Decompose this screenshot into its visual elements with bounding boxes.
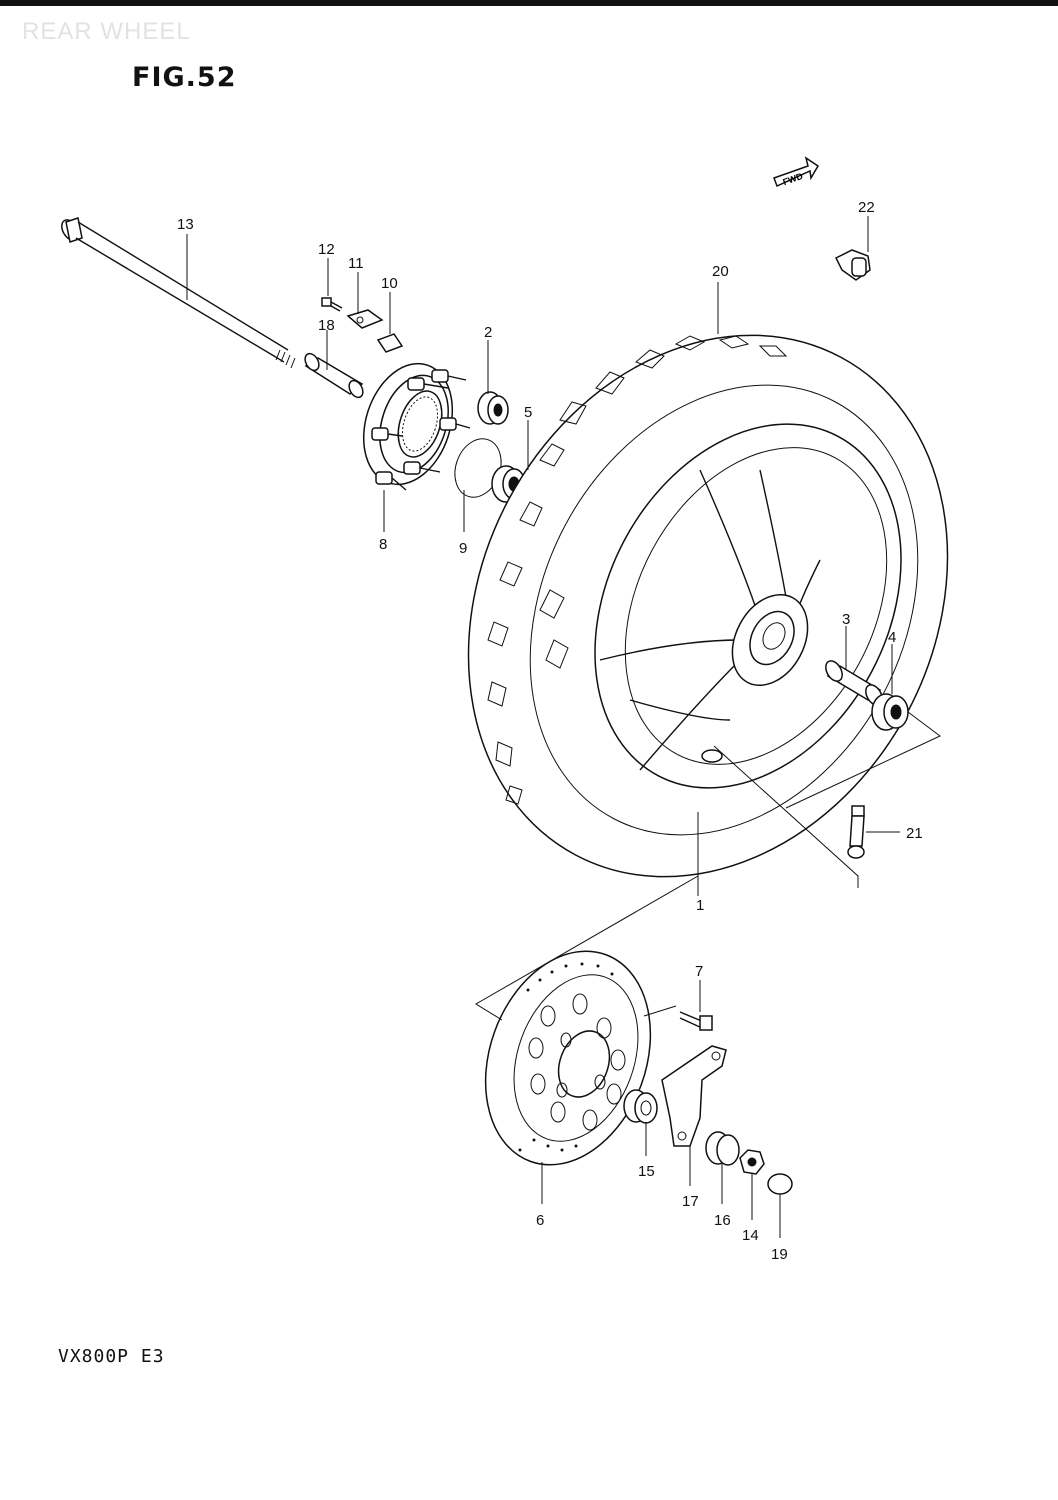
callout-9: 9 <box>459 540 467 557</box>
spacer-part-16 <box>705 1131 740 1166</box>
callout-7: 7 <box>695 963 703 980</box>
ghost-page-title: REAR WHEEL <box>22 18 191 45</box>
leader-lines <box>186 216 941 1238</box>
callout-15: 15 <box>638 1163 655 1180</box>
plate-part-11 <box>346 309 384 329</box>
callout-10: 10 <box>381 275 398 292</box>
callout-22: 22 <box>858 199 875 216</box>
brake-disc-part-6 <box>484 950 652 1166</box>
callout-18: 18 <box>318 317 335 334</box>
spacer-part-18 <box>304 352 364 399</box>
caliper-bracket-part-17 <box>661 1045 727 1147</box>
callout-13: 13 <box>177 216 194 233</box>
callout-4: 4 <box>888 629 896 646</box>
callout-12: 12 <box>318 241 335 258</box>
callout-16: 16 <box>714 1212 731 1229</box>
cap-part-19 <box>767 1173 793 1195</box>
bolt-part-12 <box>321 297 343 312</box>
callout-17: 17 <box>682 1193 699 1210</box>
callout-21: 21 <box>906 825 923 842</box>
callout-5: 5 <box>524 404 532 421</box>
callout-19: 19 <box>771 1246 788 1263</box>
top-border <box>0 0 1058 6</box>
callout-6: 6 <box>536 1212 544 1229</box>
model-code: VX800P E3 <box>58 1346 165 1367</box>
callout-8: 8 <box>379 536 387 553</box>
wheel-rim-part-1 <box>594 423 902 789</box>
valve-part-21 <box>847 805 865 859</box>
spacer-part-3 <box>825 660 883 706</box>
balance-weight-part-22 <box>834 249 871 281</box>
bearing-part-2 <box>477 391 509 425</box>
hub-carrier-part-8 <box>362 362 471 491</box>
callout-2: 2 <box>484 324 492 341</box>
bearing-part-4 <box>871 693 909 731</box>
callout-14: 14 <box>742 1227 759 1244</box>
bolt-part-7 <box>679 1011 713 1031</box>
collar-part-15 <box>623 1089 658 1124</box>
callout-11: 11 <box>348 255 364 272</box>
fwd-label: FWD <box>781 171 804 188</box>
callout-20: 20 <box>712 263 729 280</box>
nut-part-14 <box>739 1149 765 1175</box>
callout-labels: 1 2 3 4 5 6 7 8 9 10 11 12 13 14 15 16 1… <box>177 199 923 1263</box>
forward-direction-arrow-icon: FWD <box>773 156 820 188</box>
figure-label: FIG.52 <box>132 62 237 93</box>
axle-part-13 <box>61 217 296 369</box>
callout-1: 1 <box>696 897 704 914</box>
plate-part-10 <box>376 333 404 353</box>
callout-3: 3 <box>842 611 850 628</box>
